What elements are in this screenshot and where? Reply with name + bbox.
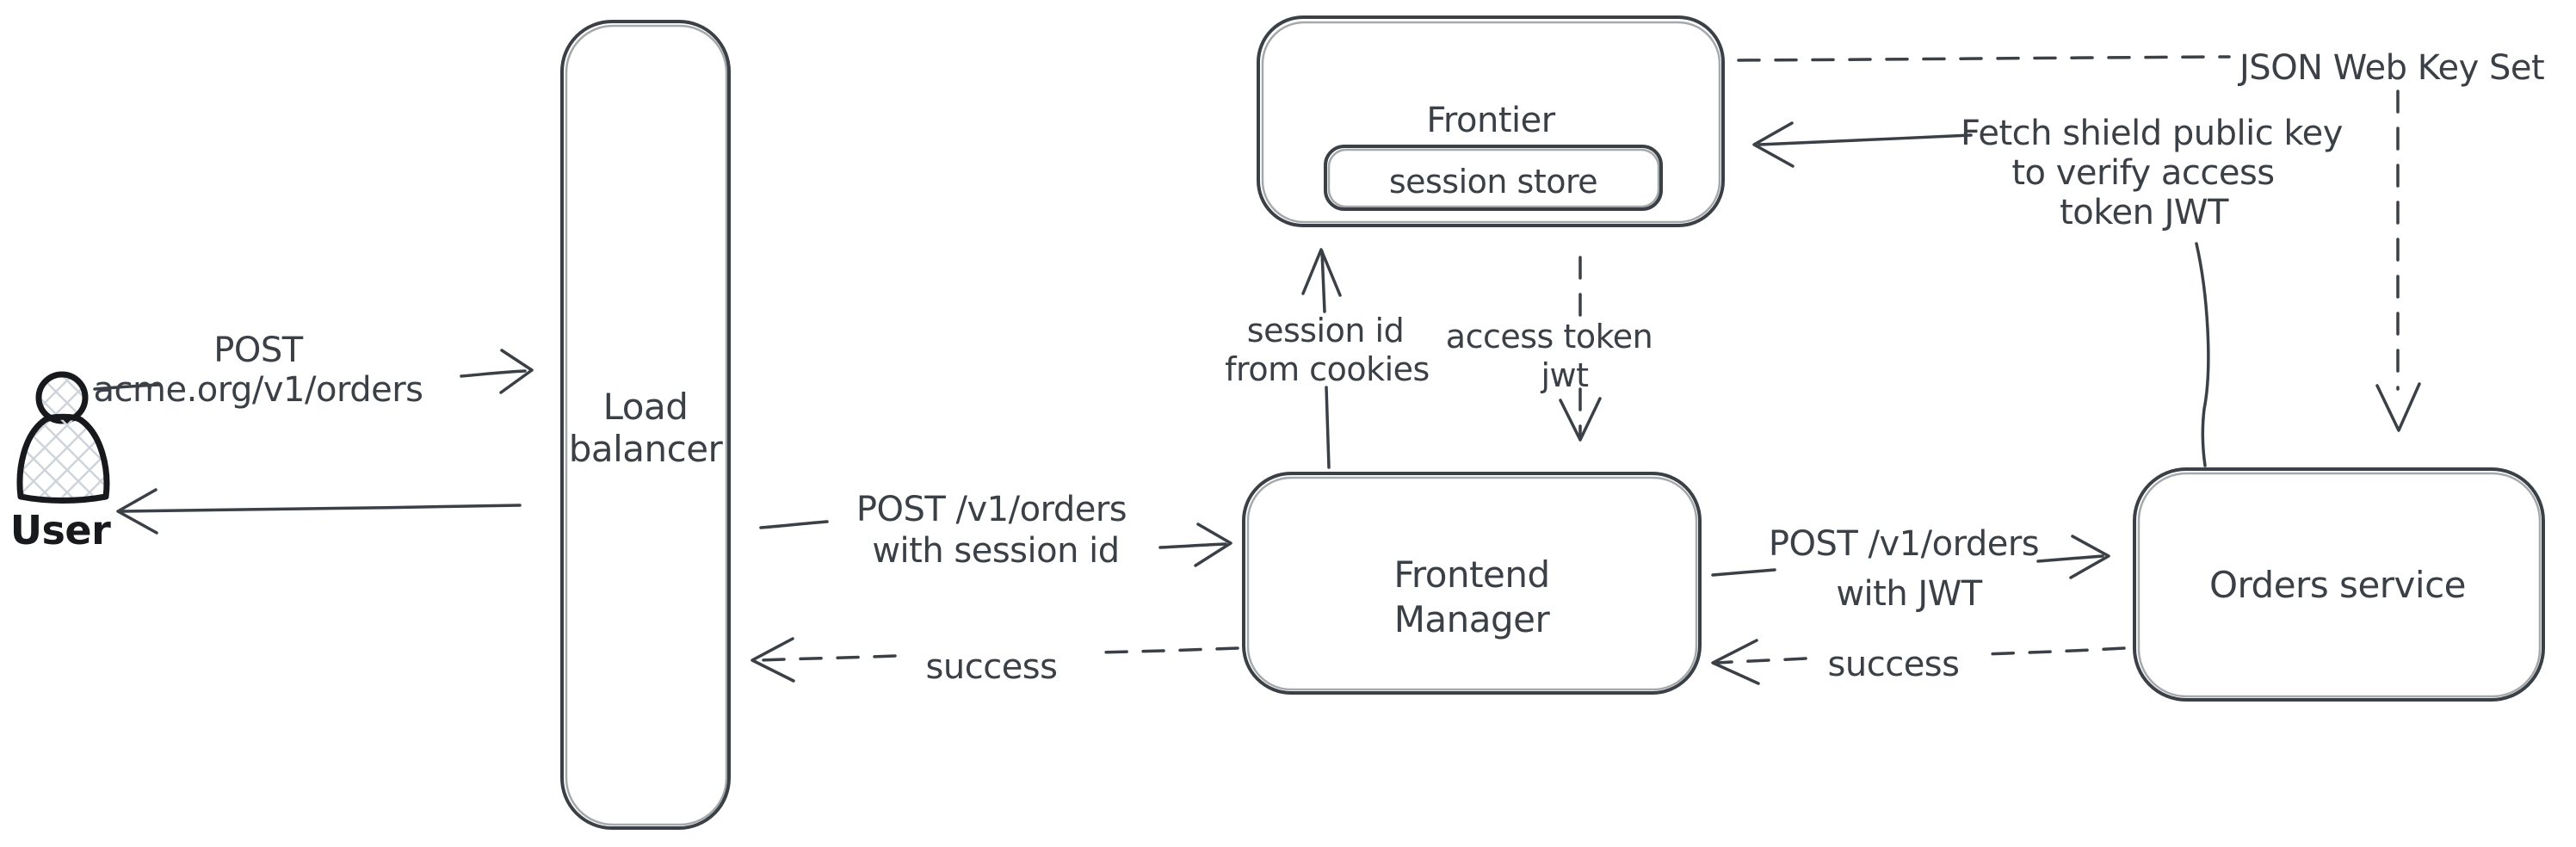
user-post-label-line1: POST xyxy=(213,331,303,370)
arrow-orders-to-fm-success xyxy=(1711,639,2126,685)
orders-post-label-line1: POST /v1/orders xyxy=(1769,524,2039,564)
access-token-label-line2: jwt xyxy=(1540,356,1588,394)
user-icon-body xyxy=(16,413,110,504)
arrowhead-right-icon xyxy=(1194,522,1232,567)
diagram-labels: User POST acme.org/v1/orders Load balanc… xyxy=(10,48,2545,687)
access-token-label-line1: access token xyxy=(1446,318,1652,355)
arrow-orders-to-frontier-fetch-key xyxy=(1752,121,2210,467)
arrowhead-left-icon xyxy=(116,488,158,535)
arrowhead-right-icon xyxy=(499,349,534,394)
arrowhead-right-icon xyxy=(2069,535,2110,579)
arrowhead-down-icon xyxy=(1559,397,1602,442)
arrow-fm-to-orders xyxy=(1711,535,2110,579)
lb-success-label: success xyxy=(926,647,1058,687)
jwks-label: JSON Web Key Set xyxy=(2237,48,2544,88)
frontend-manager-node xyxy=(1242,472,1702,695)
user-label: User xyxy=(10,507,111,553)
orders-service-label: Orders service xyxy=(2209,564,2466,606)
lb-post-label-line1: POST /v1/orders xyxy=(856,490,1127,529)
arrow-lb-to-frontend-manager xyxy=(759,520,1232,567)
session-store-label: session store xyxy=(1389,163,1597,201)
fetch-key-label-line1: Fetch shield public key xyxy=(1961,114,2343,153)
session-id-label-line1: session id xyxy=(1247,312,1404,349)
load-balancer-label-line2: balancer xyxy=(569,428,724,470)
user-post-label-line2: acme.org/v1/orders xyxy=(94,370,423,410)
frontend-manager-label-line2: Manager xyxy=(1394,598,1551,640)
orders-success-label: success xyxy=(1828,645,1960,684)
arrow-load-balancer-to-user xyxy=(116,488,522,535)
arrowhead-left-icon xyxy=(751,637,795,683)
user-icon xyxy=(16,371,110,504)
session-store-node xyxy=(1324,145,1663,211)
arrow-user-to-load-balancer xyxy=(93,349,534,394)
arrow-fm-to-frontier xyxy=(1301,248,1342,469)
arrowhead-up-icon xyxy=(1301,248,1342,297)
arrow-fm-to-lb-success xyxy=(751,637,1239,683)
frontier-label: Frontier xyxy=(1426,101,1555,140)
orders-service-node xyxy=(2133,467,2545,702)
arrowhead-down-icon xyxy=(2375,382,2421,432)
frontier-node xyxy=(1257,15,1725,227)
arrowhead-left-icon xyxy=(1711,639,1760,685)
session-id-label-line2: from cookies xyxy=(1225,350,1430,388)
arrowhead-left-icon xyxy=(1752,121,1795,168)
orders-post-label-line2: with JWT xyxy=(1836,574,1982,614)
arrow-frontier-to-fm xyxy=(1559,256,1602,442)
diagram-strokes xyxy=(93,15,2545,830)
fetch-key-label-line3: token JWT xyxy=(2060,193,2229,232)
arrow-jwks xyxy=(1737,55,2421,432)
load-balancer-node xyxy=(560,20,731,830)
lb-post-label-line2: with session id xyxy=(872,531,1119,571)
load-balancer-label-line1: Load xyxy=(603,386,689,428)
fetch-key-label-line2: to verify access xyxy=(2011,153,2274,193)
frontend-manager-label-line1: Frontend xyxy=(1393,553,1549,596)
